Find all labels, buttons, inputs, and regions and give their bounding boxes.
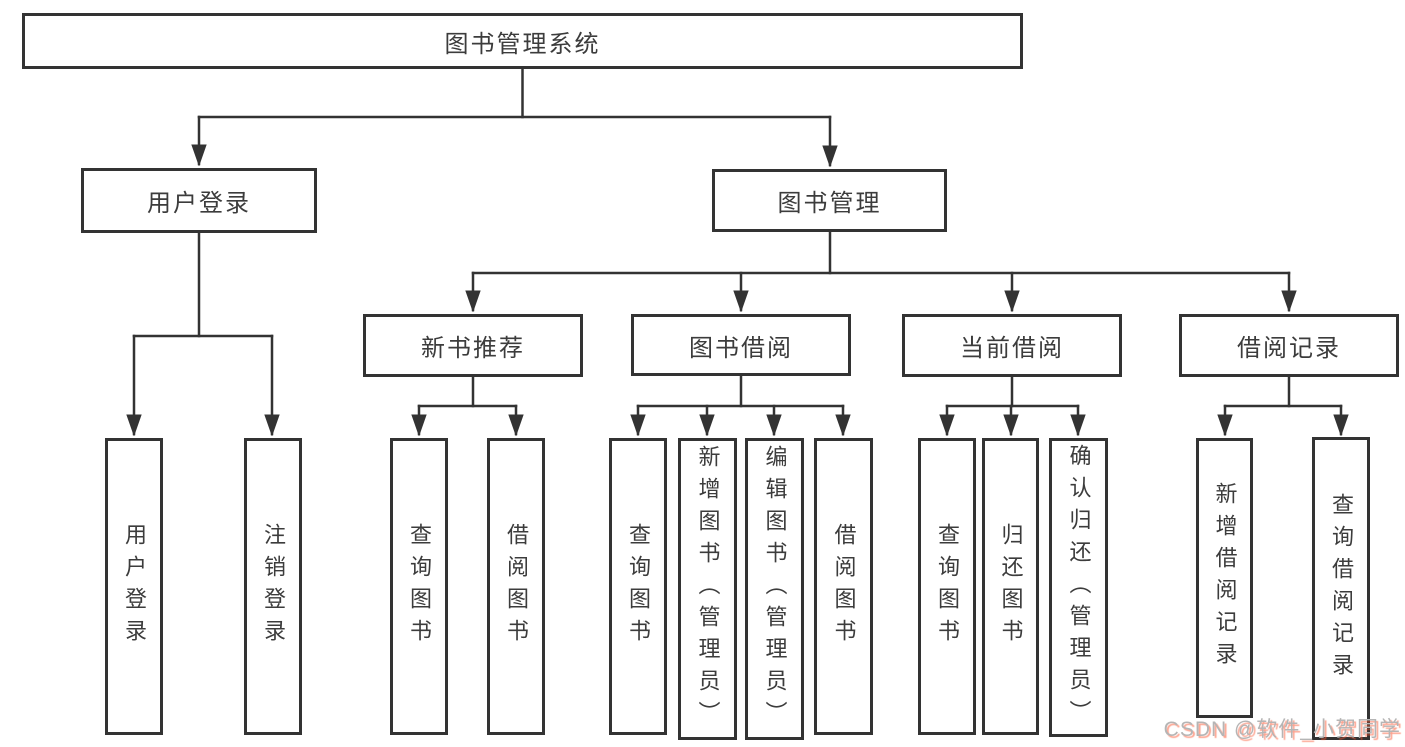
edge-current-borrow-to-leaves xyxy=(947,375,1078,434)
leaf-bb-query-books: 查询图书 xyxy=(609,438,667,735)
node-label: 借阅记录 xyxy=(1237,335,1341,362)
leaf-bb-borrow-books: 借阅图书 xyxy=(814,438,873,735)
edge-book-borrow-to-leaves xyxy=(638,374,843,434)
leaf-bb-add-books-admin: 新增图书（管理员） xyxy=(678,438,737,740)
edge-book-management-to-level2 xyxy=(473,230,1289,310)
node-user-login: 用户登录 xyxy=(81,168,317,233)
leaf-cb-confirm-return-admin: 确认归还（管理员） xyxy=(1049,438,1108,737)
node-label: 图书管理 xyxy=(777,190,882,217)
leaf-cb-query-books: 查询图书 xyxy=(918,438,976,735)
leaf-br-query-record: 查询借阅记录 xyxy=(1312,437,1370,740)
node-label: 图书管理系统 xyxy=(444,30,601,58)
node-label: 新增借阅记录 xyxy=(1212,482,1238,674)
node-label: 查询图书 xyxy=(407,522,432,651)
node-label: 借阅图书 xyxy=(504,522,529,651)
node-label: 归还图书 xyxy=(998,522,1024,651)
leaf-nb-borrow-books: 借阅图书 xyxy=(487,438,545,735)
node-label: 确认归还（管理员） xyxy=(1066,443,1092,732)
node-label: 借阅图书 xyxy=(831,522,857,651)
node-label: 查询图书 xyxy=(626,522,651,651)
node-borrow-records: 借阅记录 xyxy=(1179,314,1399,377)
leaf-br-add-record: 新增借阅记录 xyxy=(1196,438,1253,718)
edge-user-login-to-leaves xyxy=(134,231,272,434)
node-label: 当前借阅 xyxy=(960,335,1064,362)
leaf-user-login: 用户登录 xyxy=(105,438,163,735)
node-label: 编辑图书（管理员） xyxy=(762,445,788,733)
node-label: 新增图书（管理员） xyxy=(695,445,721,733)
node-label: 新书推荐 xyxy=(421,335,525,362)
leaf-logout: 注销登录 xyxy=(244,438,302,735)
edge-root-to-level1 xyxy=(199,67,830,165)
edge-borrow-records-to-leaves xyxy=(1225,375,1341,434)
leaf-nb-query-books: 查询图书 xyxy=(390,438,448,735)
node-label: 用户登录 xyxy=(122,522,147,651)
node-label: 查询图书 xyxy=(935,522,960,651)
node-book-management: 图书管理 xyxy=(712,169,947,232)
node-root-system: 图书管理系统 xyxy=(22,13,1023,69)
csdn-watermark: CSDN @软件_小贺同学 xyxy=(1163,718,1401,741)
node-label: 查询借阅记录 xyxy=(1329,492,1354,685)
node-label: 用户登录 xyxy=(147,190,251,217)
node-label: 图书借阅 xyxy=(689,334,793,362)
leaf-cb-return-books: 归还图书 xyxy=(982,438,1039,735)
node-current-borrow: 当前借阅 xyxy=(902,314,1122,377)
node-label: 注销登录 xyxy=(261,522,286,651)
node-book-borrow: 图书借阅 xyxy=(631,314,851,376)
node-new-book-recommend: 新书推荐 xyxy=(363,314,583,377)
leaf-bb-edit-books-admin: 编辑图书（管理员） xyxy=(745,438,804,740)
edge-new-books-to-leaves xyxy=(419,375,516,434)
